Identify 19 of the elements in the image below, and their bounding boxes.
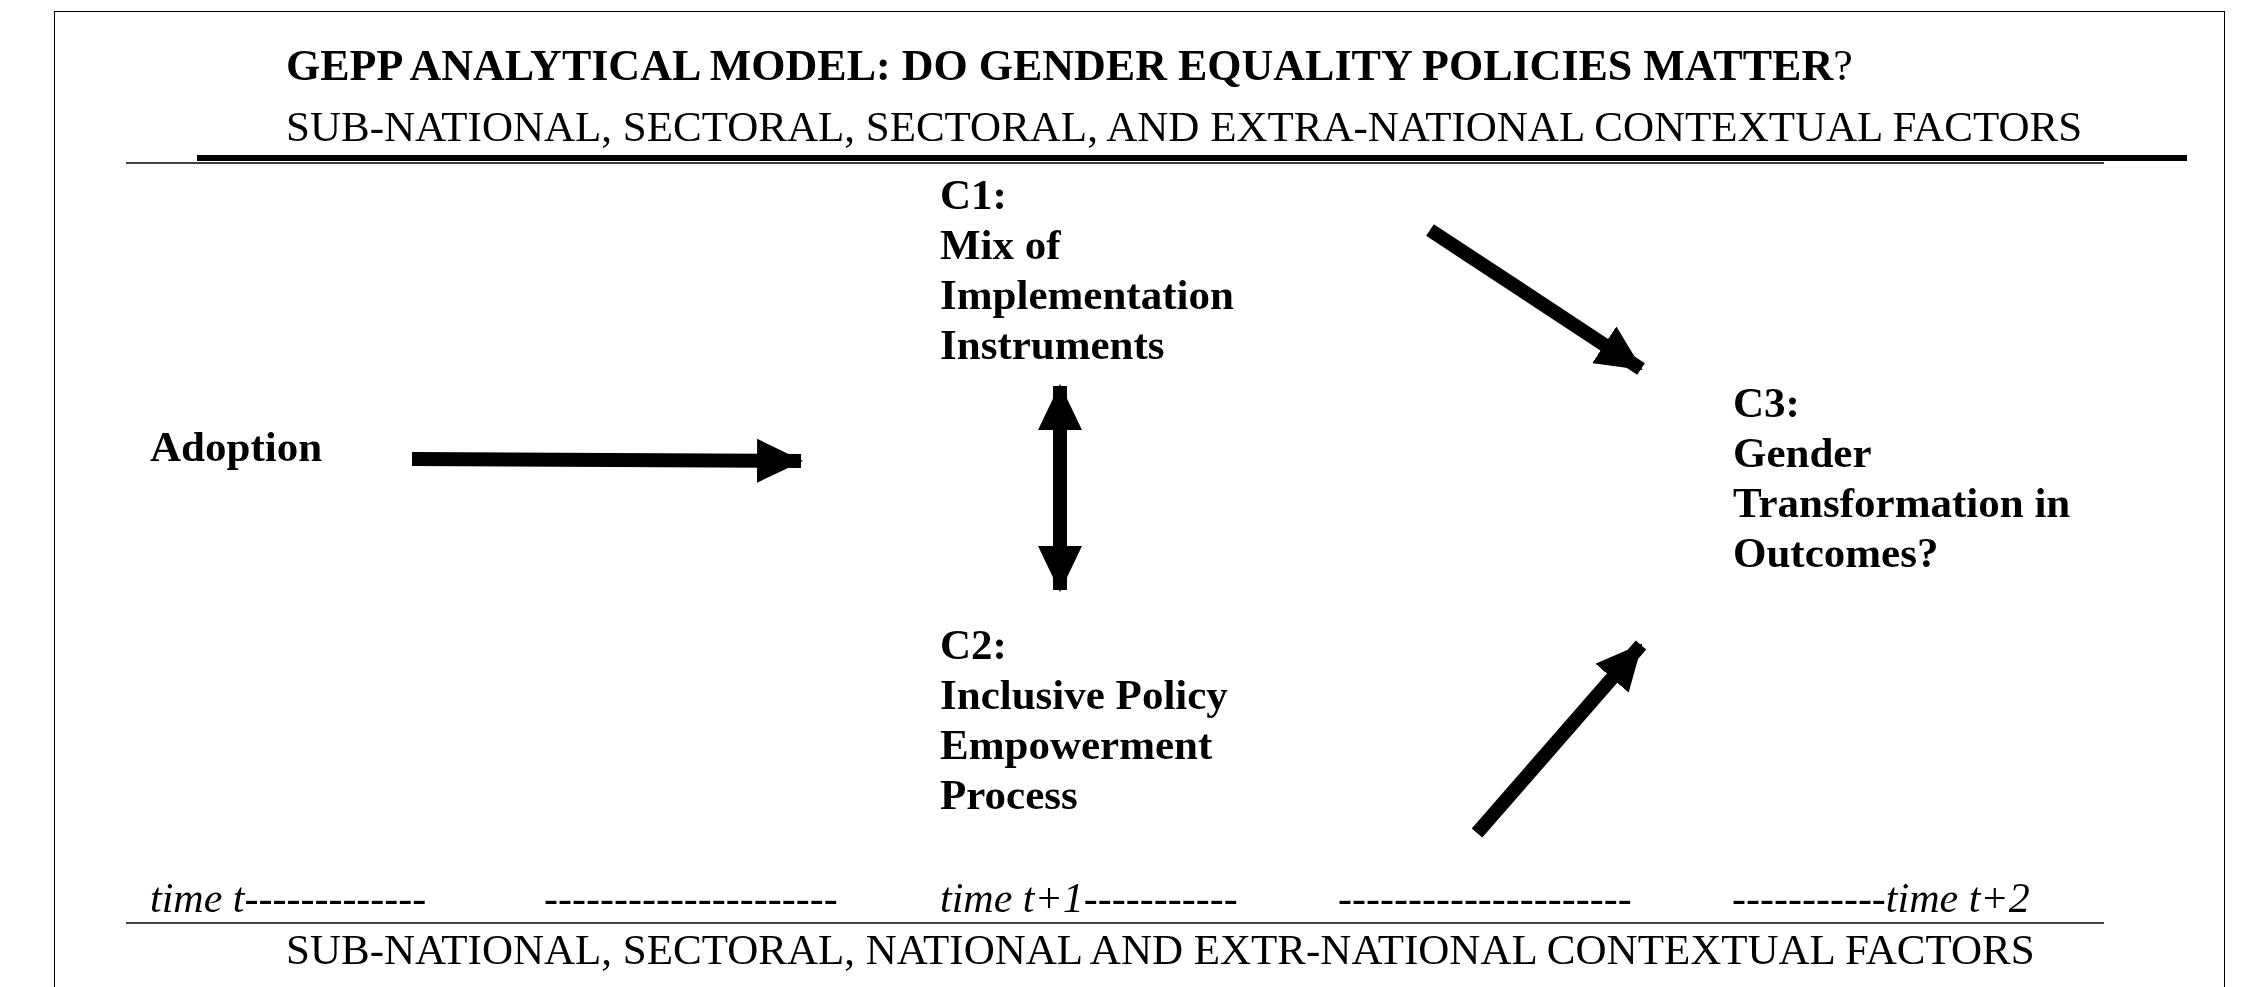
time-label: --------------------- bbox=[1338, 874, 1632, 922]
node-text: Mix of Implementation Instruments bbox=[940, 220, 1235, 370]
arrow bbox=[1426, 224, 1645, 375]
time-label: -----------time t+2 bbox=[1732, 874, 2030, 922]
node-text: Inclusive Policy Empowerment Process bbox=[940, 670, 1229, 820]
node-heading: C3: bbox=[1733, 378, 1801, 428]
time-label: --------------------- bbox=[544, 874, 838, 922]
node-heading: C2: bbox=[940, 620, 1008, 670]
node-text: Adoption bbox=[150, 422, 324, 472]
subtitle: SUB-NATIONAL, SECTORAL, NATIONAL AND EXTR-NATIONAL CONTEXTUAL FACTORS bbox=[286, 925, 2035, 974]
time-label: time t------------- bbox=[150, 874, 427, 922]
arrow bbox=[1471, 640, 1647, 838]
subtitle: SUB-NATIONAL, SECTORAL, SECTORAL, AND EXTRA-NATIONAL CONTEXTUAL FACTORS bbox=[286, 102, 2083, 151]
time-label: time t+1----------- bbox=[940, 874, 1238, 922]
arrow bbox=[411, 438, 803, 483]
node-heading: C1: bbox=[940, 170, 1008, 220]
arrow bbox=[1038, 384, 1082, 592]
node-text: Gender Transformation in Outcomes? bbox=[1733, 428, 2072, 578]
title: GEPP ANALYTICAL MODEL: DO GENDER EQUALITY POLICIES MATTER? bbox=[286, 40, 1853, 91]
